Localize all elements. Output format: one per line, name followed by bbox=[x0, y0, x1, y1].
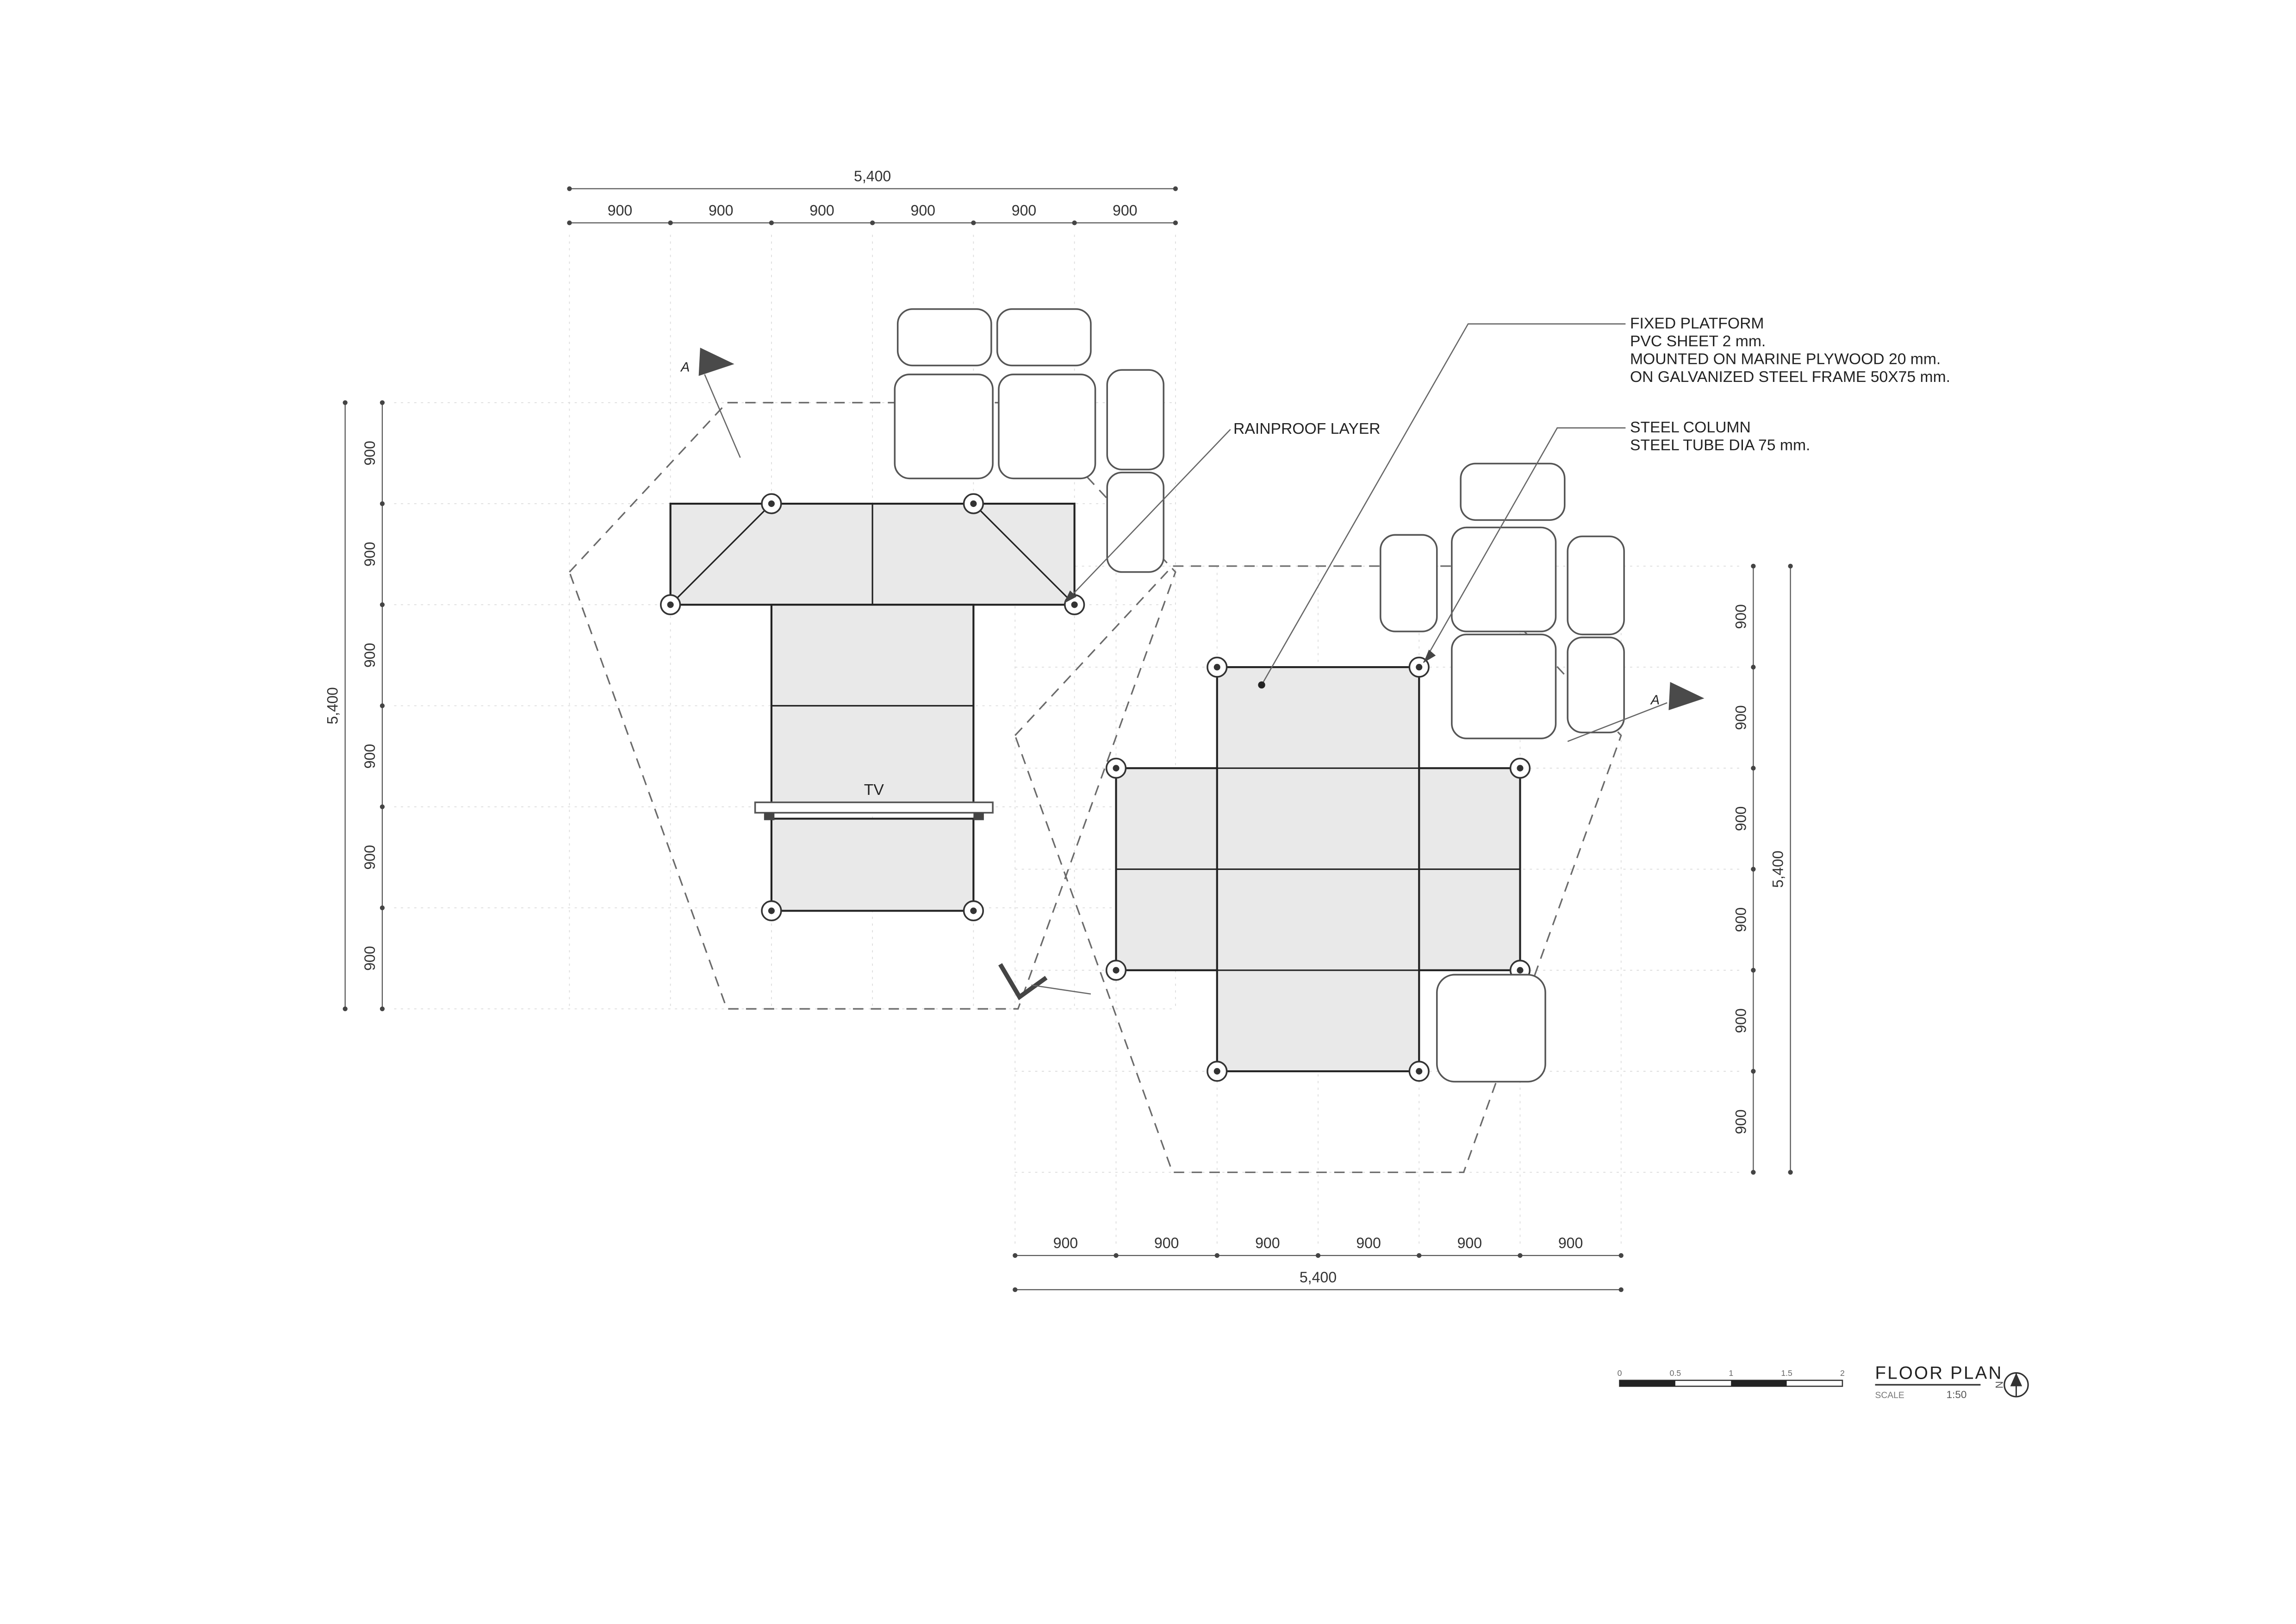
cushion bbox=[998, 374, 1096, 480]
section-marker-a-right: A bbox=[1567, 682, 1705, 742]
tick-marks bbox=[1751, 563, 1756, 1175]
dim-segment: 900 bbox=[1255, 1235, 1280, 1251]
dimension-top: 5,400 900 900 900 900 900 900 bbox=[567, 168, 1178, 225]
dim-segment: 900 bbox=[1012, 202, 1037, 219]
dim-segment: 900 bbox=[1154, 1235, 1179, 1251]
dim-overall-bottom: 5,400 bbox=[1300, 1269, 1337, 1286]
section-flag-icon bbox=[1668, 682, 1705, 711]
dim-segment: 900 bbox=[1457, 1235, 1482, 1251]
cushion bbox=[1460, 462, 1566, 521]
steel-column-label-1: STEEL COLUMN bbox=[1630, 419, 1751, 436]
dim-segment: 900 bbox=[1732, 1008, 1749, 1033]
lower-platform bbox=[770, 818, 975, 912]
dim-segment: 900 bbox=[361, 946, 378, 971]
drawing-title: FLOOR PLAN bbox=[1875, 1363, 2003, 1383]
corner-mark bbox=[998, 963, 1091, 1000]
rainproof-outline-right bbox=[1014, 565, 1622, 1173]
tv-bench bbox=[754, 801, 994, 814]
dim-segment: 900 bbox=[1732, 806, 1749, 831]
cushion bbox=[1436, 974, 1546, 1083]
title-block: FLOOR PLAN SCALE 1:50 0 0.5 1 1.5 2 N bbox=[1618, 1363, 2029, 1400]
dim-segment: 900 bbox=[709, 202, 734, 219]
tv-label: TV bbox=[864, 781, 884, 799]
dim-segment: 900 bbox=[1558, 1235, 1583, 1251]
tick-marks bbox=[1013, 1253, 1624, 1258]
right-structure bbox=[1105, 656, 1531, 1082]
cushion bbox=[894, 374, 994, 480]
dimension-left: 5,400 900 900 900 900 900 900 bbox=[324, 400, 385, 1012]
dim-segment: 900 bbox=[809, 202, 834, 219]
section-flag-icon bbox=[698, 348, 734, 376]
rainproof-layer-outlines bbox=[568, 402, 1622, 1173]
cushion bbox=[1106, 471, 1164, 573]
section-marker-letter: A bbox=[1650, 693, 1660, 707]
cushion bbox=[896, 308, 992, 367]
left-structure: TV bbox=[660, 493, 1085, 922]
dim-segment: 900 bbox=[910, 202, 935, 219]
scale-value: 1:50 bbox=[1947, 1389, 1967, 1400]
annotation-rainproof-layer: RAINPROOF LAYER bbox=[1064, 420, 1381, 604]
annotation-steel-column: STEEL COLUMN STEEL TUBE DIA 75 mm. bbox=[1423, 419, 1810, 663]
cushion bbox=[996, 308, 1092, 367]
north-label: N bbox=[1994, 1381, 2005, 1388]
scale-bar-tick: 1.5 bbox=[1781, 1368, 1792, 1378]
tv-bench-leg-left bbox=[764, 812, 775, 820]
scale-bar-tick: 2 bbox=[1840, 1368, 1845, 1378]
cushion bbox=[1567, 535, 1625, 636]
dim-segment: 900 bbox=[608, 202, 633, 219]
cushion bbox=[1106, 369, 1164, 470]
fixed-platform-label-1: FIXED PLATFORM bbox=[1630, 315, 1764, 332]
dim-segment: 900 bbox=[361, 744, 378, 769]
leader-arrowhead bbox=[1423, 650, 1436, 663]
dim-overall-left: 5,400 bbox=[324, 687, 341, 724]
tv-bench-leg-right bbox=[973, 812, 984, 820]
steel-column-label-2: STEEL TUBE DIA 75 mm. bbox=[1630, 437, 1810, 454]
annotation-fixed-platform: FIXED PLATFORM PVC SHEET 2 mm. MOUNTED O… bbox=[1258, 315, 1950, 689]
fixed-platform-label-4: ON GALVANIZED STEEL FRAME 50X75 mm. bbox=[1630, 369, 1950, 386]
scale-bar-tick: 0.5 bbox=[1670, 1368, 1681, 1378]
north-arrow-icon: N bbox=[1994, 1372, 2029, 1398]
dim-segment: 900 bbox=[1053, 1235, 1078, 1251]
steel-columns-left bbox=[660, 493, 1085, 922]
dimension-right: 900 900 900 900 900 900 5,400 bbox=[1732, 563, 1793, 1175]
dim-segment: 900 bbox=[361, 441, 378, 466]
dim-segment: 900 bbox=[1113, 202, 1138, 219]
scale-bar-tick: 1 bbox=[1729, 1368, 1733, 1378]
fixed-platform-label-3: MOUNTED ON MARINE PLYWOOD 20 mm. bbox=[1630, 350, 1941, 368]
scale-bar-tick: 0 bbox=[1618, 1368, 1622, 1378]
scale-bar: 0 0.5 1 1.5 2 bbox=[1618, 1368, 1845, 1387]
rainproof-outline-left bbox=[568, 402, 1176, 1010]
dim-segment: 900 bbox=[1732, 705, 1749, 730]
cushion bbox=[1451, 526, 1557, 632]
scale-label: SCALE bbox=[1875, 1391, 1904, 1400]
dim-segment: 900 bbox=[1356, 1235, 1381, 1251]
dimension-bottom: 900 900 900 900 900 900 5,400 bbox=[1013, 1235, 1624, 1292]
dim-overall-top: 5,400 bbox=[854, 168, 891, 185]
cushion bbox=[1567, 637, 1625, 734]
cushion bbox=[1380, 534, 1438, 632]
tick-marks bbox=[380, 400, 385, 1012]
section-marker-a-left: A bbox=[680, 348, 741, 458]
dim-segment: 900 bbox=[361, 643, 378, 668]
furniture-cushions bbox=[894, 308, 1625, 1083]
dim-segment: 900 bbox=[361, 542, 378, 567]
dim-segment: 900 bbox=[1732, 907, 1749, 932]
tick-marks bbox=[567, 220, 1178, 225]
section-marker-letter: A bbox=[680, 360, 690, 375]
leader-dot bbox=[1258, 681, 1265, 689]
dim-overall-right: 5,400 bbox=[1770, 850, 1786, 887]
fixed-platform-label-2: PVC SHEET 2 mm. bbox=[1630, 333, 1766, 350]
leader-arrowhead bbox=[1064, 590, 1077, 604]
dim-segment: 900 bbox=[1732, 1109, 1749, 1134]
steel-columns-right bbox=[1105, 656, 1531, 1082]
rainproof-layer-label: RAINPROOF LAYER bbox=[1233, 420, 1381, 437]
cushion bbox=[1451, 633, 1557, 739]
dim-segment: 900 bbox=[1732, 604, 1749, 629]
dim-segment: 900 bbox=[361, 845, 378, 870]
